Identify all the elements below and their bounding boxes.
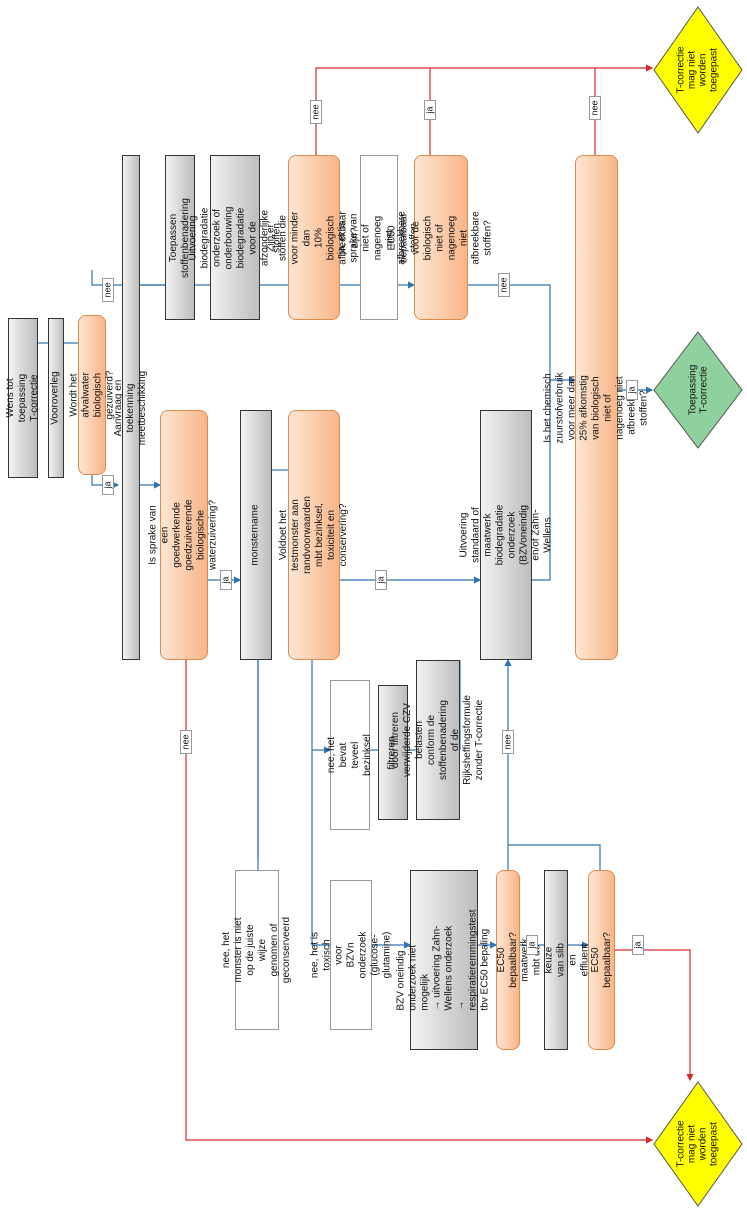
box-aanvraag: Aanvraag en toekenning meetbeschikking <box>113 155 148 660</box>
diamond-toepassing <box>653 331 743 449</box>
label-ja-goedwerkende-text: ja <box>220 576 231 584</box>
box-maatwerk-uitvoering-text: Uitvoering standaard of maatwerk biodegr… <box>458 504 554 566</box>
box-minder10: Zijn er stoffen die voor minder dan 10% … <box>266 155 361 320</box>
diamond-niet-bottom <box>653 1081 743 1207</box>
label-ja-ec50-1-text: ja <box>526 941 537 949</box>
box-niet-geconserveerd: nee, het monster is niet op de juiste wi… <box>221 870 292 1030</box>
label-nee-minder10-text: nee <box>311 104 321 120</box>
label-ja-ec50-stoffen: ja <box>424 100 436 120</box>
box-goedwerkende: Is sprake van een goedwerkende goedzuive… <box>148 410 219 660</box>
label-nee-zuurstof-text: nee <box>590 100 600 116</box>
label-ja-ec50-2-text: ja <box>632 941 643 949</box>
box-gezuiverd: Wordt het afvalwater biologisch gezuiver… <box>68 315 115 475</box>
box-stoffenbenadering: Toepassen stoffenbenadering <box>165 155 195 320</box>
box-niet-geconserveerd-text: nee, het monster is niet op de juiste wi… <box>221 916 293 984</box>
box-ja-nagenoeg: ja, er is sprake van niet of nagenoeg ni… <box>337 155 420 320</box>
diamond-niet-top <box>653 6 743 134</box>
box-voldoet-text: Voldoet het testmonster aan randvoorwaar… <box>278 496 350 574</box>
box-biodegradatie-onderzoek: Uitvoering biodegradatie onderzoek of on… <box>187 155 282 320</box>
label-nee-ec50-stoffen: nee <box>498 273 510 297</box>
label-ja-ec50-stoffen-text: ja <box>424 106 435 114</box>
label-ja-gezuiverd-text: ja <box>102 481 113 489</box>
box-bzv-oneindig: BZV oneindig onderzoek niet mogelijk → u… <box>396 870 491 1050</box>
label-ja-ec50-1: ja <box>526 935 538 955</box>
diamond-niet-bottom-text: T-correctie mag niet worden toegepast <box>675 1120 720 1168</box>
box-bezinksel-text: nee, het bevat teveel bezinksel <box>326 734 374 776</box>
box-ec50-2-text: EC50 bepaalbaar? <box>589 932 613 988</box>
box-aanvraag-text: Aanvraag en toekenning meetbeschikking <box>113 370 149 445</box>
diamond-niet-top-text: T-correctie mag niet worden toegepast <box>675 46 720 94</box>
label-ja-gezuiverd: ja <box>102 475 114 495</box>
box-vooroverleg: Vooroverleg <box>48 318 64 478</box>
label-ja-zuurstof-text: ja <box>626 386 637 394</box>
box-voldoet: Voldoet het testmonster aan randvoorwaar… <box>278 410 349 660</box>
box-vooroverleg-text: Vooroverleg <box>50 371 61 425</box>
label-nee-ec50-1: nee <box>502 730 514 754</box>
label-nee-zuurstof: nee <box>589 96 601 120</box>
label-nee-goedwerkende: nee <box>180 730 192 754</box>
diamond-niet-top-label: T-correctie mag niet worden toegepast <box>652 5 744 135</box>
label-nee-ec50-stoffen-text: nee <box>499 277 509 293</box>
box-zuurstof: Is het chemisch zuurstofverbruik voor me… <box>543 155 650 660</box>
box-toxisch: nee, het is toxisch voor BZVn onderzoek … <box>309 880 392 1030</box>
label-ja-goedwerkende: ja <box>220 570 232 590</box>
diamond-toepassing-text: Toepassing T-correctie <box>687 364 709 416</box>
diamond-toepassing-label: Toepassing T-correctie <box>652 330 744 450</box>
label-ja-voldoet: ja <box>375 570 387 590</box>
box-ec50-1: EC50 bepaalbaar? <box>496 870 520 1050</box>
box-wens: Wens tot toepassing T-correctie <box>5 318 40 478</box>
label-nee-minder10: nee <box>310 100 322 124</box>
label-nee-ec50-1-text: nee <box>503 734 513 750</box>
diamond-niet-bottom-label: T-correctie mag niet worden toegepast <box>652 1080 744 1208</box>
box-maatwerk-slib: maatwerk mbt de keuze van slib en efflue… <box>520 870 591 1050</box>
label-ja-voldoet-text: ja <box>375 576 386 584</box>
box-bzv-oneindig-text: BZV oneindig onderzoek niet mogelijk → u… <box>396 909 492 1011</box>
box-monstername-text: monstername <box>250 504 262 566</box>
box-monstername: monstername <box>240 410 272 660</box>
label-ja-zuurstof: ja <box>626 380 638 400</box>
box-maatwerk-uitvoering: Uitvoering standaard of maatwerk biodegr… <box>458 410 553 660</box>
label-nee-gezuiverd: nee <box>102 278 114 302</box>
label-nee-gezuiverd-text: nee <box>103 282 113 298</box>
label-nee-goedwerkende-text: nee <box>181 734 191 750</box>
box-ec50-1-text: EC50 bepaalbaar? <box>496 932 520 988</box>
label-ja-ec50-2: ja <box>632 935 644 955</box>
box-gezuiverd-text: Wordt het afvalwater biologisch gezuiver… <box>68 370 116 420</box>
box-ec50-2: EC50 bepaalbaar? <box>588 870 615 1050</box>
box-door-filtreren-text: door filtreren verwijderde CZV belasten … <box>390 695 486 785</box>
box-wens-text: Wens tot toepassing T-correctie <box>5 373 40 423</box>
box-ec50-stoffen: EC50 bepaalbaar voor de biologisch niet … <box>387 155 494 320</box>
box-door-filtreren: door filtreren verwijderde CZV belasten … <box>390 660 485 820</box>
box-filtreren: filtreren <box>378 685 408 820</box>
box-ec50-stoffen-text: EC50 bepaalbaar voor de biologisch niet … <box>387 210 495 265</box>
box-toxisch-text: nee, het is toxisch voor BZVn onderzoek … <box>309 931 393 979</box>
box-bezinksel: nee, het bevat teveel bezinksel <box>326 680 373 830</box>
box-goedwerkende-text: Is sprake van een goedwerkende goedzuive… <box>148 499 220 571</box>
